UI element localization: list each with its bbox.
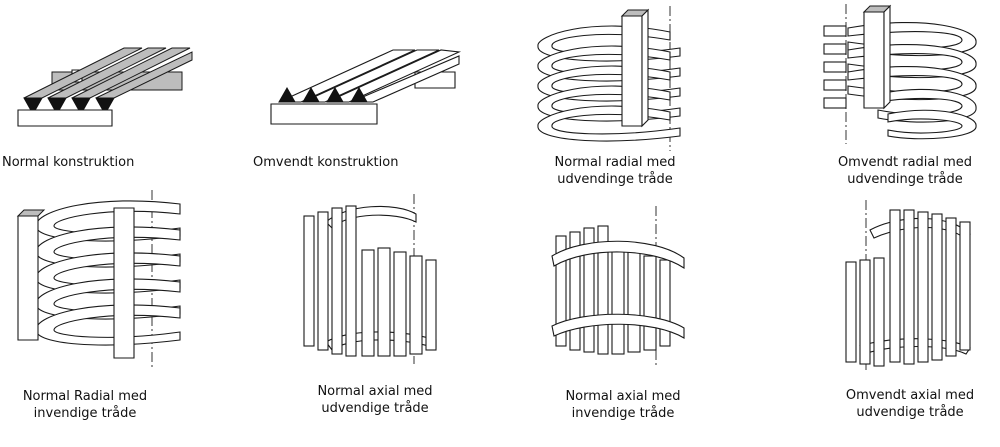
support-rod xyxy=(621,15,643,127)
caption-line: udvendinge tråde xyxy=(847,172,963,187)
radial-rings xyxy=(35,200,181,346)
axial-bars xyxy=(303,205,437,357)
caption-normal-radial-inside: Normal Radial med invendige tråde xyxy=(10,388,160,422)
axial-bars xyxy=(845,209,971,367)
caption-reverse-construction: Omvendt konstruktion xyxy=(253,154,398,171)
axial-bars xyxy=(555,225,671,355)
caption-line: Normal Radial med xyxy=(22,389,148,404)
caption-line: Omvendt konstruktion xyxy=(253,155,399,170)
normal-construction-illustration xyxy=(17,47,193,127)
caption-line: udvendige tråde xyxy=(856,405,964,420)
caption-line: invendige tråde xyxy=(571,406,675,421)
normal-radial-inside-illustration xyxy=(16,190,181,368)
caption-reverse-axial-outside: Omvendt axial med udvendige tråde xyxy=(835,387,985,421)
caption-line: Omvendt axial med xyxy=(845,388,975,403)
caption-normal-axial-inside: Normal axial med invendige tråde xyxy=(548,388,698,422)
wedge-wire-reverse xyxy=(278,49,462,103)
reverse-radial-outside-illustration xyxy=(823,4,977,144)
caption-line: invendige tråde xyxy=(33,406,137,421)
caption-line: Normal axial med xyxy=(565,389,681,404)
caption-line: udvendinge tråde xyxy=(557,172,673,187)
wedge-wire-normal xyxy=(23,47,193,116)
support-rod xyxy=(17,215,39,341)
normal-radial-outside-illustration xyxy=(537,6,681,151)
normal-axial-outside-illustration xyxy=(303,194,437,364)
caption-normal-construction: Normal konstruktion xyxy=(2,154,134,171)
caption-line: Normal radial med xyxy=(554,155,676,170)
caption-normal-radial-outside: Normal radial med udvendinge tråde xyxy=(540,154,690,188)
caption-line: Omvendt radial med xyxy=(837,155,973,170)
reverse-construction-illustration xyxy=(270,49,462,125)
caption-line: Normal konstruktion xyxy=(2,155,135,170)
caption-line: Normal axial med xyxy=(317,384,433,399)
normal-axial-inside-illustration xyxy=(551,206,685,366)
radial-rings xyxy=(537,25,681,142)
caption-line: udvendige tråde xyxy=(321,401,429,416)
caption-normal-axial-outside: Normal axial med udvendige tråde xyxy=(300,383,450,417)
reverse-axial-outside-illustration xyxy=(845,200,971,370)
caption-reverse-radial-outside: Omvendt radial med udvendinge tråde xyxy=(827,154,983,188)
left-bars xyxy=(823,25,847,109)
support-rod xyxy=(863,11,885,109)
